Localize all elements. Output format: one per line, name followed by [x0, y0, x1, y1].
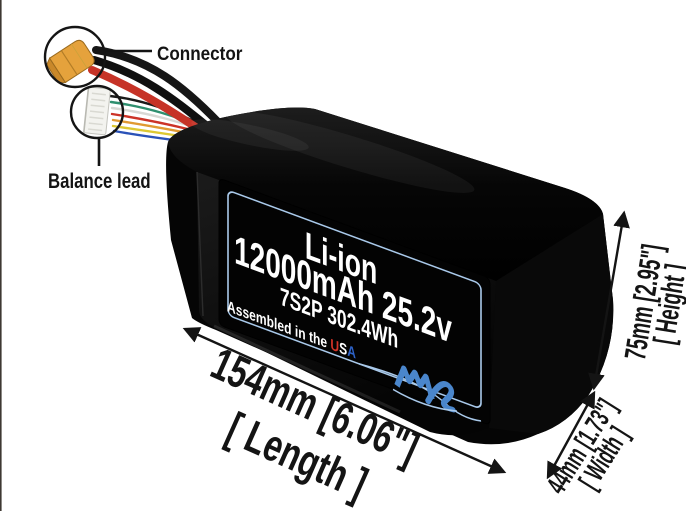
balance-callout-circle	[69, 84, 125, 140]
usa-a: A	[347, 342, 356, 363]
height-arrow	[588, 210, 630, 391]
battery-top-face	[168, 107, 603, 281]
image-left-border	[0, 0, 2, 511]
connector-callout-circle	[43, 25, 107, 89]
balance-connector-icon	[82, 86, 111, 136]
width-arrow	[546, 390, 596, 480]
battery-right-face	[489, 214, 614, 434]
xt60-connector-icon	[46, 39, 95, 84]
power-wires	[88, 46, 222, 134]
dimension-arrows	[182, 210, 630, 480]
length-arrow	[182, 327, 507, 474]
height-dimension: 75mm [2.95"] [ Height ]	[619, 242, 686, 362]
connector-callout-label: Connector	[157, 43, 242, 64]
usa-s: S	[339, 339, 347, 359]
balance-lead-callout-label: Balance lead	[48, 170, 151, 193]
usa-u: U	[330, 336, 339, 357]
